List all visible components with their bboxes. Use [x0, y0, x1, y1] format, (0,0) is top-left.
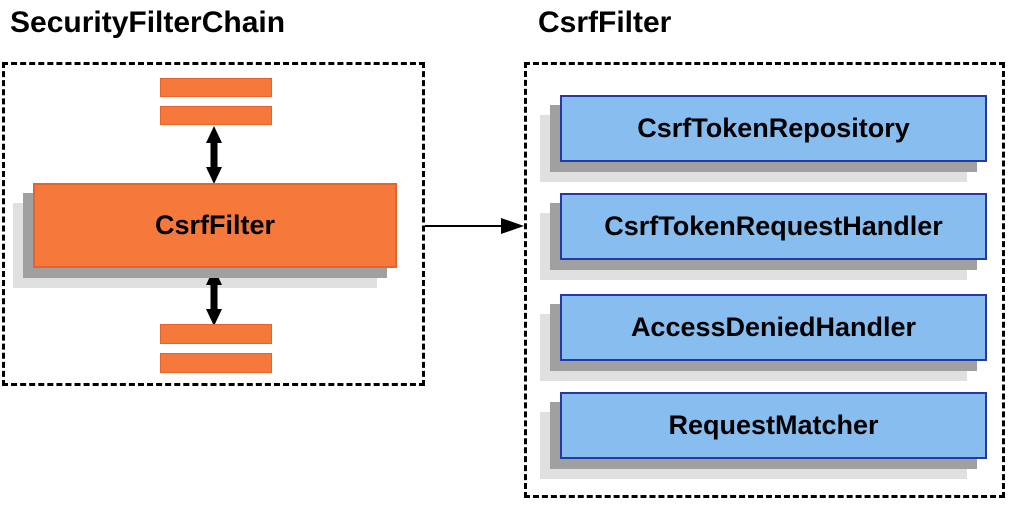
component-box-label: CsrfTokenRepository	[560, 95, 987, 162]
filter-placeholder-bar	[160, 78, 272, 97]
component-box-label: AccessDeniedHandler	[560, 294, 987, 361]
filter-placeholder-bar	[160, 324, 272, 344]
right-panel-title: CsrfFilter	[538, 6, 672, 39]
filter-placeholder-bar	[160, 353, 272, 373]
security-filter-chain-frame	[2, 62, 425, 386]
filter-placeholder-bar	[160, 106, 272, 125]
flow-right-arrow-icon	[425, 218, 524, 234]
csrf-filter-frame	[524, 62, 1005, 498]
component-box-label: RequestMatcher	[560, 392, 987, 459]
csrf-filter-box: CsrfFilter	[13, 183, 397, 288]
bidirectional-arrow-icon	[206, 126, 222, 184]
csrf-filter-box-label: CsrfFilter	[33, 183, 397, 268]
component-box: CsrfTokenRequestHandler	[540, 193, 987, 280]
component-box: RequestMatcher	[540, 392, 987, 479]
component-box-label: CsrfTokenRequestHandler	[560, 193, 987, 260]
component-box: CsrfTokenRepository	[540, 95, 987, 182]
left-panel-title: SecurityFilterChain	[10, 6, 286, 39]
component-box: AccessDeniedHandler	[540, 294, 987, 381]
